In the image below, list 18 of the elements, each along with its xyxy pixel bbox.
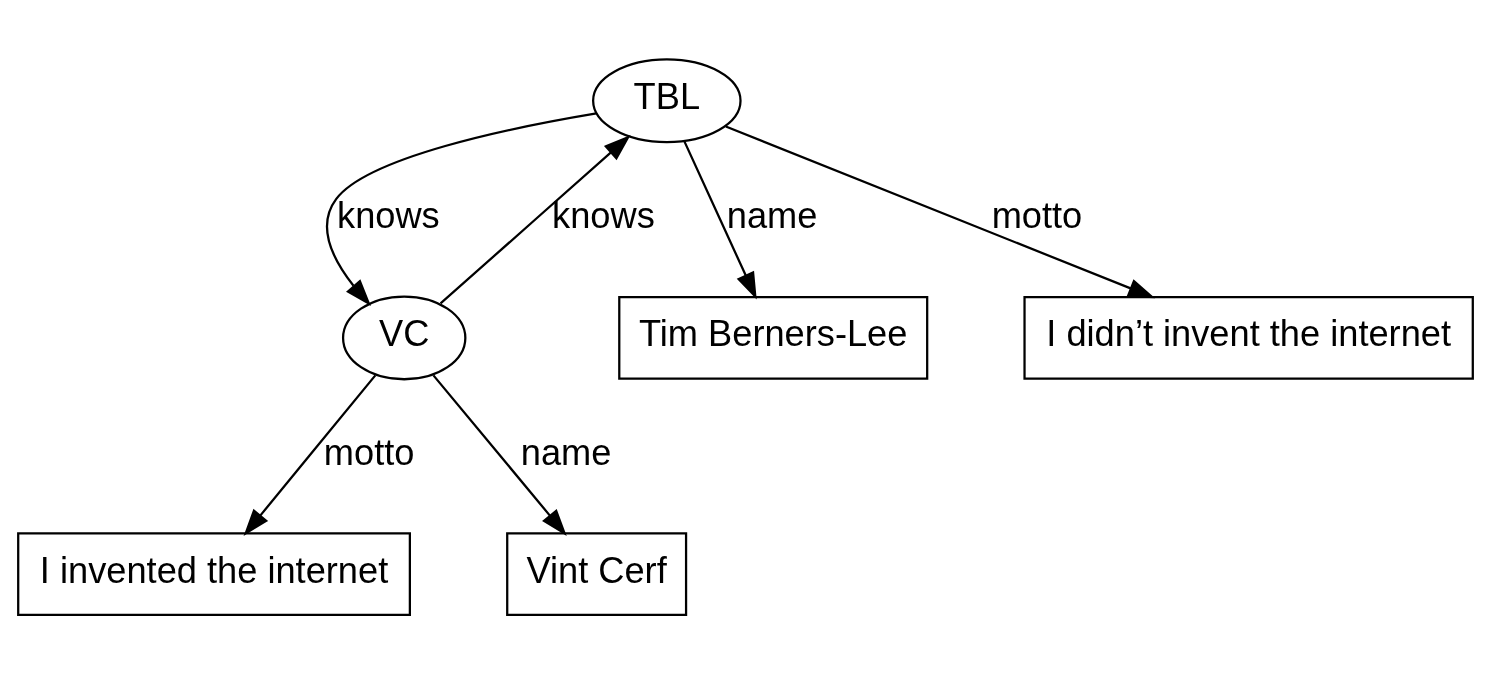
node-box: I didn’t invent the internet [1023, 296, 1474, 380]
arrow [725, 125, 1156, 299]
arrow [432, 374, 567, 536]
edge-label: knows [337, 194, 440, 236]
node-ellipse: VC [341, 295, 467, 381]
arrow [243, 374, 377, 536]
node-box: Vint Cerf [506, 532, 688, 617]
node-box: Tim Berners-Lee [618, 296, 929, 380]
arrow [683, 140, 757, 300]
edge-label: knows [552, 194, 655, 236]
edge-label: name [520, 432, 612, 474]
node-box: I invented the internet [17, 532, 411, 617]
edge-label: motto [991, 194, 1083, 236]
edge-label: motto [323, 432, 415, 474]
arrow [326, 112, 597, 306]
arrow [439, 135, 631, 305]
node-ellipse: TBL [592, 58, 742, 144]
edge-label: name [726, 194, 818, 236]
